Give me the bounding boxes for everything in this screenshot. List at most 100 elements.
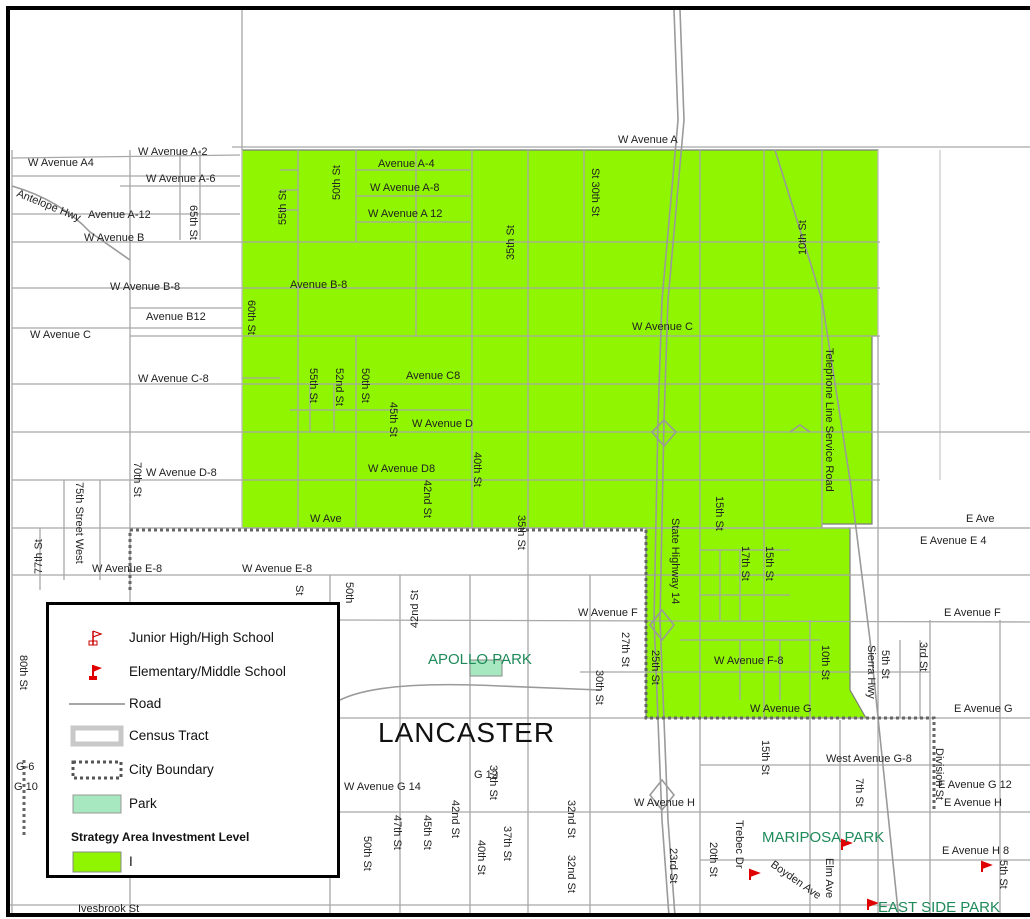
street-label: E Avenue F [944, 607, 1001, 619]
street-label: 42nd St [409, 590, 421, 628]
school-markers [749, 838, 993, 910]
highways [11, 10, 900, 913]
street-label: 42nd St [449, 800, 461, 838]
street-label: E Avenue H 8 [942, 845, 1009, 857]
street-label: E Avenue E 4 [920, 535, 986, 547]
map-legend: Junior High/High School Elementary/Middl… [46, 602, 340, 878]
street-label: Telephone Line Service Road [823, 348, 835, 492]
street-label: 32nd St [565, 855, 577, 893]
street-label: E Avenue H [944, 797, 1002, 809]
legend-label: Census Tract [129, 728, 209, 743]
legend-label: I [129, 854, 133, 869]
park-swatch-icon [69, 793, 125, 815]
street-label: 50th St [361, 836, 373, 871]
park-label: APOLLO PARK [428, 651, 532, 668]
street-label: Boyden Ave [768, 859, 823, 902]
street-label: Avenue A-4 [378, 158, 435, 170]
legend-title: Strategy Area Investment Level [71, 830, 250, 844]
street-label: W Avenue C-8 [138, 373, 209, 385]
street-label: St [293, 585, 305, 595]
street-label: 42nd St [421, 480, 433, 518]
street-label: W Ave [310, 513, 342, 525]
street-label: 50th St [359, 368, 371, 403]
street-label: Avenue B12 [146, 311, 206, 323]
street-label: W Avenue H [634, 797, 695, 809]
street-label: 25th St [649, 650, 661, 685]
street-label: W Avenue D [412, 418, 473, 430]
street-label: W Avenue A [618, 134, 678, 146]
street-label: 55th St [277, 190, 289, 225]
street-label: 40th St [471, 452, 483, 487]
street-label: 70th St [131, 462, 143, 497]
street-label: W Avenue A4 [28, 157, 94, 169]
street-label: 37th St [487, 765, 499, 800]
street-label: 5th St [879, 650, 891, 679]
street-label: W Avenue B-8 [110, 281, 180, 293]
street-label: 35th St [515, 515, 527, 550]
street-label: 5th St [997, 860, 1009, 889]
street-label: 23rd St [667, 848, 679, 883]
street-label: Sierra Hwy [865, 645, 877, 699]
street-label: W Avenue A-2 [138, 146, 208, 158]
street-label: W Avenue A 12 [368, 208, 442, 220]
street-label: 75th Street West [73, 482, 85, 564]
street-label: 45th St [387, 402, 399, 437]
street-label: 50th St [331, 165, 343, 200]
street-label: W Avenue D8 [368, 463, 435, 475]
street-label: 30th St [593, 670, 605, 705]
street-label: Division St [933, 748, 945, 800]
city-boundary-icon [69, 759, 125, 781]
street-label: G-6 [16, 761, 34, 773]
legend-label: Elementary/Middle School [129, 664, 286, 679]
street-label: E Avenue G 12 [938, 779, 1012, 791]
city-label: LANCASTER [378, 717, 555, 748]
street-label: State Highway 14 [669, 518, 681, 604]
street-label: Avenue A-12 [88, 209, 151, 221]
street-label: Elm Ave [823, 858, 835, 898]
road-line-icon [69, 693, 125, 715]
park-label: MARIPOSA PARK [762, 829, 884, 846]
street-label: Ivesbrook St [78, 903, 139, 915]
street-label: 52nd St [333, 368, 345, 406]
street-label: W Avenue C [30, 329, 91, 341]
legend-item: Junior High/High School [49, 627, 337, 651]
street-label: 77th St [33, 539, 45, 574]
legend-item: Census Tract [49, 725, 337, 749]
street-label: 27th St [619, 632, 631, 667]
street-label: W Avenue E-8 [92, 563, 162, 575]
street-label: E Avenue G [954, 703, 1013, 715]
street-label: 32nd St [565, 800, 577, 838]
legend-label: Park [129, 796, 157, 811]
legend-item: City Boundary [49, 759, 337, 783]
legend-label: City Boundary [129, 762, 214, 777]
street-label: G 12 [474, 769, 498, 781]
street-label: 3rd St [917, 642, 929, 671]
street-label: W Avenue E-8 [242, 563, 312, 575]
map-canvas[interactable]: W Avenue A W Avenue A-2 W Avenue A4 W Av… [6, 6, 1030, 917]
street-label: 15th St [713, 496, 725, 531]
legend-item: Park [49, 793, 337, 817]
street-label: 45th St [421, 815, 433, 850]
street-label: Trebec Dr [733, 820, 745, 869]
legend-label: Junior High/High School [129, 630, 274, 645]
flag-outline-icon [69, 627, 125, 649]
legend-label: Road [129, 696, 162, 711]
street-label: W Avenue B [84, 232, 144, 244]
street-label: St 30th St [589, 168, 601, 216]
street-label: 37th St [501, 826, 513, 861]
street-label: Avenue C8 [406, 370, 460, 382]
street-label: Antelope Hwy [15, 188, 83, 225]
street-label: W Avenue G [750, 703, 812, 715]
street-label: 47th St [391, 815, 403, 850]
street-label: W Avenue F [578, 607, 638, 619]
level-swatch [69, 851, 125, 873]
apollo-park-area [469, 659, 503, 677]
street-label: 55th St [307, 368, 319, 403]
street-labels: W Avenue A W Avenue A-2 W Avenue A4 W Av… [14, 134, 1013, 915]
street-label: W Avenue C [632, 321, 693, 333]
city-boundary [22, 528, 936, 835]
street-label: 35th St [505, 225, 517, 260]
flag-filled-icon [69, 661, 125, 683]
street-label: W Avenue A-8 [370, 182, 440, 194]
street-label: 10th St [819, 645, 831, 680]
